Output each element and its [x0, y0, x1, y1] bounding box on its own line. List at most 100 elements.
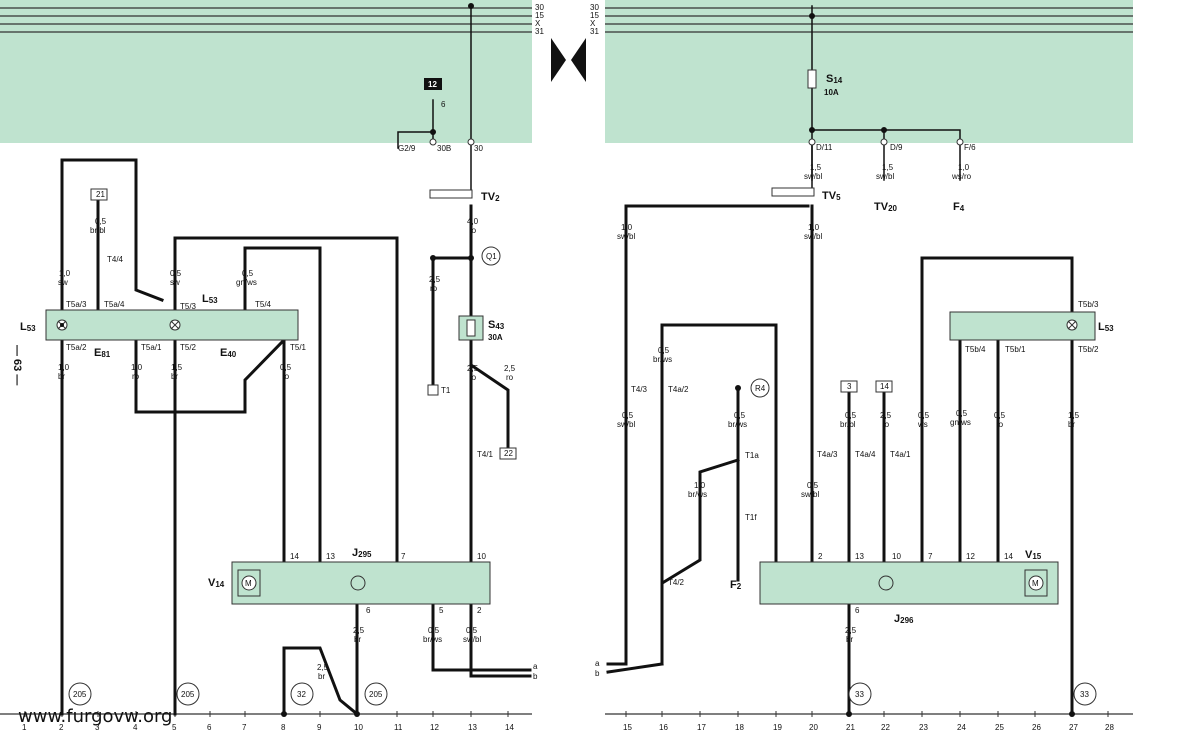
label-w25c: br/ws: [688, 490, 707, 499]
label-q12: 12: [966, 552, 975, 561]
label-w30: 0,5: [956, 409, 968, 418]
label-q10: 10: [892, 552, 901, 561]
bottom-number: 1: [22, 723, 27, 732]
label-w13: 1,0: [131, 363, 143, 372]
label-w10: 0,5: [170, 269, 182, 278]
v15-motor-symbol: M: [1032, 579, 1039, 588]
bottom-number: 13: [468, 723, 477, 732]
label-rb: b: [595, 669, 600, 678]
label-w5c: ro: [430, 284, 438, 293]
label-c33a: 33: [855, 690, 864, 699]
j295-logic-icon: [350, 575, 366, 591]
bottom-number: 20: [809, 723, 818, 732]
rail-label-right-30: 30: [590, 3, 599, 12]
tv2-label: TV2: [481, 191, 500, 203]
s43-label: S43: [488, 319, 505, 331]
label-w16c: br: [354, 635, 361, 644]
label-w6c: ro: [469, 373, 477, 382]
rail-label-right-15: 15: [590, 11, 599, 20]
label-t5b3: T5b/3: [1078, 300, 1099, 309]
label-w19: 2,5: [317, 663, 329, 672]
bottom-number: 5: [172, 723, 177, 732]
bottom-number: 15: [623, 723, 632, 732]
bottom-number: 23: [919, 723, 928, 732]
ref-box-14: [875, 380, 893, 393]
s43-rating: 30A: [488, 333, 503, 342]
label-w9: 1,0: [59, 269, 71, 278]
ref-box-t1: [427, 384, 439, 396]
label-c205a: 205: [73, 690, 87, 699]
bottom-number: 21: [846, 723, 855, 732]
label-t52: T5/2: [180, 343, 197, 352]
label-q1: Q1: [486, 252, 497, 261]
label-w21c: sw/bl: [804, 232, 822, 241]
label-p6: 6: [366, 606, 371, 615]
label-t51: T5/1: [290, 343, 307, 352]
label-q6: 6: [855, 606, 860, 615]
bottom-number: 11: [394, 723, 403, 732]
watermark: www.furgovw.org: [18, 706, 172, 727]
junction-dots: [60, 3, 1075, 717]
label-q13: 13: [855, 552, 864, 561]
label-w7: 2,5: [504, 364, 516, 373]
label-w22: 0,5: [658, 346, 670, 355]
label-t5b4: T5b/4: [965, 345, 986, 354]
bottom-number: 18: [735, 723, 744, 732]
label-w21: 1,0: [808, 223, 820, 232]
label-w8: 0,5: [95, 217, 107, 226]
continuation-arrow-right: [571, 38, 586, 82]
label-q2: 2: [818, 552, 823, 561]
label-w15c: ro: [282, 372, 290, 381]
f4-label: F4: [953, 201, 965, 213]
label-w24c: br/ws: [728, 420, 747, 429]
label-w20: 1,0: [621, 223, 633, 232]
bottom-number: 22: [881, 723, 890, 732]
label-w18: 0,5: [466, 626, 478, 635]
label-w15: 0,5: [280, 363, 292, 372]
e40-label: E40: [220, 347, 237, 359]
l53-label-left: L53: [20, 321, 36, 333]
label-w24: 0,5: [734, 411, 746, 420]
bottom-number: 7: [242, 723, 247, 732]
label-t5a4: T5a/4: [104, 300, 125, 309]
bottom-number: 10: [354, 723, 363, 732]
s14-fuse-icon: [807, 69, 817, 89]
rail-label-left-31: 31: [535, 27, 544, 36]
label-w23: 0,5: [622, 411, 634, 420]
label-w23c: sw/bl: [617, 420, 635, 429]
label-w25: 1,0: [694, 481, 706, 490]
label-t5a1: T5a/1: [141, 343, 162, 352]
page-reference: — 63 —: [11, 345, 23, 385]
ref-box-22: [499, 447, 517, 460]
label-t4a3: T4a/3: [817, 450, 838, 459]
label-w31c: ro: [996, 420, 1004, 429]
label-l22: 22: [504, 449, 513, 458]
bottom-number: 25: [995, 723, 1004, 732]
label-w5: 2,5: [429, 275, 441, 284]
label-w2: 1,5: [882, 163, 894, 172]
label-w31: 0,5: [994, 411, 1006, 420]
label-w3: 1,0: [958, 163, 970, 172]
label-t4a4: T4a/4: [855, 450, 876, 459]
label-t41: T4/1: [477, 450, 494, 459]
label-w11c: gn/ws: [236, 278, 257, 287]
label-w33c: br: [846, 635, 853, 644]
label-p2: 2: [477, 606, 482, 615]
label-l6a: 6: [441, 100, 446, 109]
label-c33b: 33: [1080, 690, 1089, 699]
label-w28: 2,5: [880, 411, 892, 420]
bottom-number: 2: [59, 723, 64, 732]
label-ra: a: [595, 659, 600, 668]
label-d9: D/9: [890, 143, 903, 152]
label-t5b2: T5b/2: [1078, 345, 1099, 354]
label-w11: 0,5: [242, 269, 254, 278]
label-l21: 21: [96, 190, 105, 199]
label-w1: 1,5: [810, 163, 822, 172]
fuse-panel-left: [0, 0, 532, 143]
wires-right: [606, 5, 1074, 716]
label-w22c: br/ws: [653, 355, 672, 364]
bottom-number: 27: [1069, 723, 1078, 732]
